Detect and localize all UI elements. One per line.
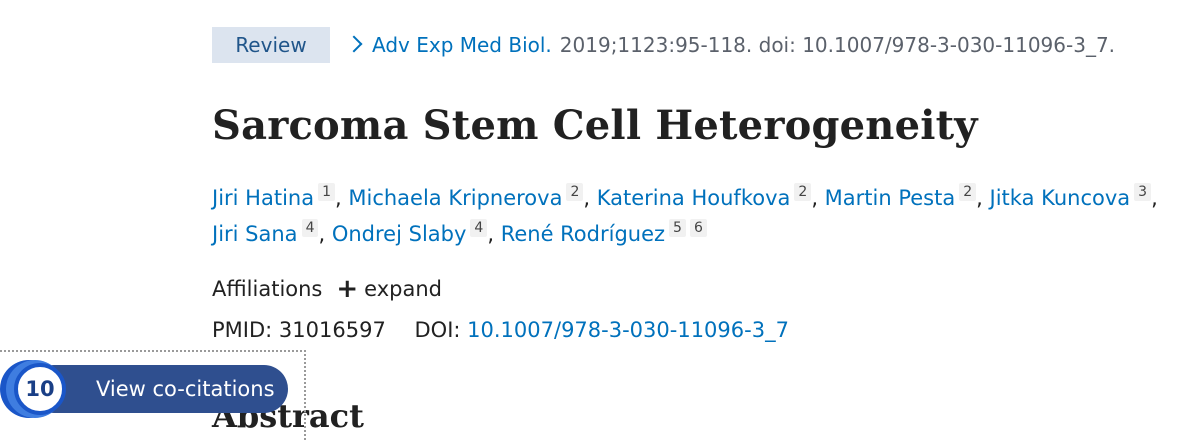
- affiliation-ref[interactable]: 6: [689, 219, 707, 237]
- affiliation-ref[interactable]: 1: [318, 183, 335, 201]
- author-link[interactable]: Jiri Hatina: [212, 186, 315, 210]
- affiliation-ref[interactable]: 2: [794, 183, 812, 201]
- cocitations-count[interactable]: 10: [14, 363, 66, 415]
- pmid-value: 31016597: [278, 318, 386, 342]
- author-link[interactable]: Jitka Kuncova: [989, 186, 1131, 210]
- expand-affiliations-button[interactable]: expand: [364, 277, 442, 301]
- cocitations-pill[interactable]: [30, 365, 288, 413]
- cocitations-label[interactable]: View co-citations: [96, 377, 275, 401]
- article-title: Sarcoma Stem Cell Heterogeneity: [212, 102, 978, 149]
- citation-row: Review Adv Exp Med Biol. 2019;1123:95-11…: [212, 27, 1115, 63]
- journal-link[interactable]: Adv Exp Med Biol.: [372, 33, 552, 57]
- doi-label: DOI:: [414, 318, 461, 342]
- affiliation-ref[interactable]: 4: [470, 219, 488, 237]
- affiliation-ref[interactable]: 4: [301, 219, 319, 237]
- plus-icon[interactable]: +: [336, 274, 359, 304]
- author-link[interactable]: Ondrej Slaby: [331, 222, 467, 246]
- dotted-frame: [0, 350, 306, 440]
- chevron-right-icon[interactable]: [345, 35, 363, 53]
- affiliation-ref[interactable]: 5: [669, 219, 686, 237]
- affiliation-ref[interactable]: 2: [959, 183, 977, 201]
- affiliation-ref[interactable]: 2: [566, 183, 584, 201]
- citation-details: 2019;1123:95-118. doi: 10.1007/978-3-030…: [559, 33, 1116, 57]
- affiliation-ref[interactable]: 3: [1134, 183, 1152, 201]
- identifiers-row: PMID: 31016597 DOI: 10.1007/978-3-030-11…: [212, 313, 789, 347]
- author-link[interactable]: Jiri Sana: [212, 222, 298, 246]
- view-cocitations-button[interactable]: 10 View co-citations: [0, 360, 292, 418]
- affiliations-label: Affiliations: [212, 277, 323, 301]
- author-link[interactable]: Katerina Houfkova: [596, 186, 791, 210]
- author-link[interactable]: René Rodríguez: [500, 222, 666, 246]
- pmid-label: PMID:: [212, 318, 273, 342]
- affiliations-row: Affiliations + expand: [212, 272, 442, 306]
- author-link[interactable]: Martin Pesta: [824, 186, 956, 210]
- doi-link[interactable]: 10.1007/978-3-030-11096-3_7: [467, 318, 789, 342]
- publication-type-badge: Review: [212, 27, 330, 63]
- author-link[interactable]: Michaela Kripnerova: [348, 186, 563, 210]
